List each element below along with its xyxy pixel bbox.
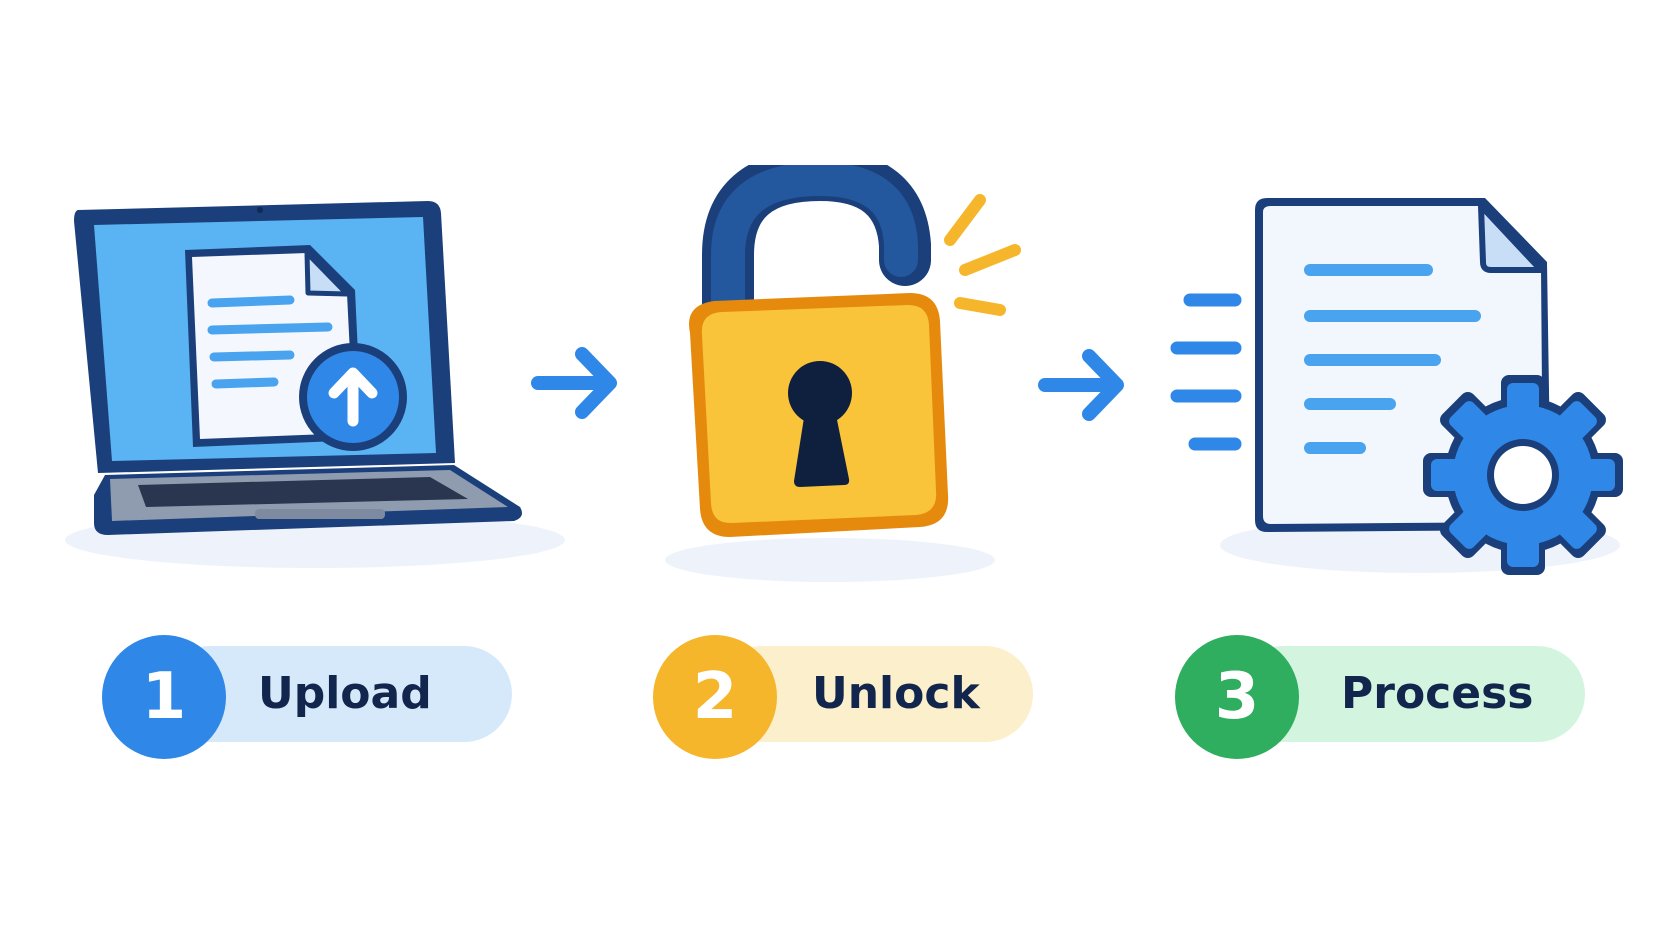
step-number-badge: 1: [102, 635, 226, 759]
laptop-upload-icon: [65, 201, 565, 568]
step-label: Upload: [258, 668, 432, 719]
step-process: 3 Process: [1175, 635, 1585, 759]
step-unlock: 2 Unlock: [653, 635, 1033, 759]
step-label: Process: [1341, 668, 1534, 719]
unlocked-padlock-icon: [665, 165, 1021, 582]
arrow-right-icon: [531, 347, 617, 419]
step-label: Unlock: [812, 668, 980, 719]
step-number-badge: 3: [1175, 635, 1299, 759]
step-upload: 1 Upload: [102, 635, 512, 759]
document-gear-icon: [1170, 198, 1623, 575]
step-number-badge: 2: [653, 635, 777, 759]
arrow-right-icon: [1038, 349, 1124, 421]
